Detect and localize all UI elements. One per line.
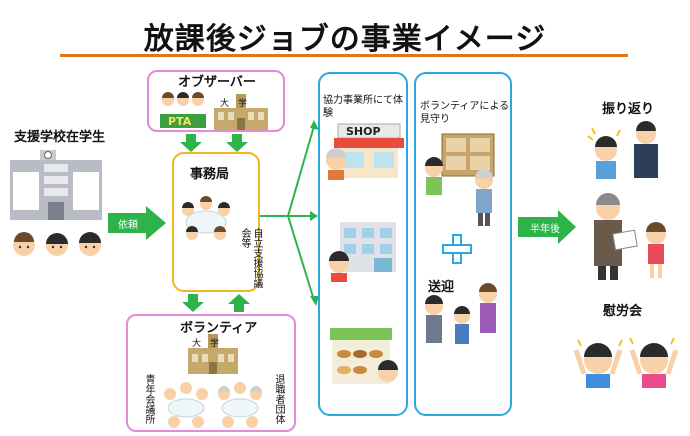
observer-univ-text: 大 学 bbox=[220, 99, 248, 109]
student-label: 支援学校在学生 bbox=[14, 130, 106, 145]
page-title: 放課後ジョブの事業イメージ bbox=[143, 22, 547, 57]
office-building-icon bbox=[340, 222, 396, 272]
volunteer-watching-icon bbox=[425, 133, 495, 226]
council-text: 自立支援協議会等 bbox=[239, 228, 262, 288]
shop-sign-text: SHOP bbox=[346, 125, 381, 138]
retired-group-text: 退職者団体 bbox=[273, 374, 284, 424]
office-volunteer-arrows bbox=[182, 294, 250, 312]
company-label: 協力事業所にて体験 bbox=[323, 95, 403, 119]
transport-label: 送迎 bbox=[428, 280, 455, 295]
pta-people-icon bbox=[160, 92, 206, 128]
certificate-presentation-icon bbox=[594, 193, 666, 280]
party-label: 慰労会 bbox=[603, 304, 643, 319]
review-discussion-icon bbox=[587, 121, 658, 179]
review-label: 振り返り bbox=[602, 102, 655, 117]
title-underline bbox=[60, 54, 628, 57]
volunteer-label: ボランティア bbox=[180, 321, 258, 336]
celebrating-children-icon bbox=[573, 337, 679, 388]
observer-to-office-arrows bbox=[180, 134, 248, 152]
transport-people-icon bbox=[425, 283, 497, 344]
volunteer-university-icon bbox=[188, 334, 238, 374]
meeting-table-icon bbox=[182, 196, 230, 240]
students-icon bbox=[13, 232, 101, 256]
office-to-company-arrows bbox=[260, 120, 319, 306]
school-building-icon bbox=[10, 150, 102, 220]
office-label: 事務局 bbox=[190, 167, 230, 182]
shop-clerk-icon bbox=[326, 148, 346, 180]
request-label: 依頼 bbox=[118, 220, 138, 231]
watch-label: ボランティアによる見守り bbox=[420, 101, 510, 125]
observer-label: オブザーバー bbox=[178, 75, 256, 90]
plus-icon bbox=[442, 234, 472, 264]
pta-sign-text: PTA bbox=[168, 115, 192, 128]
youth-group-text: 青年会議所 bbox=[143, 374, 154, 424]
youth-group-people-icon bbox=[164, 382, 208, 428]
request-arrow bbox=[108, 206, 166, 240]
half-year-label: 半年後 bbox=[530, 224, 560, 235]
university-building-icon bbox=[214, 94, 268, 130]
half-year-arrow bbox=[518, 210, 576, 244]
shop-icon bbox=[334, 123, 404, 178]
baker-icon bbox=[378, 360, 398, 382]
retired-group-people-icon bbox=[218, 382, 262, 428]
office-worker-icon bbox=[329, 251, 349, 282]
volunteer-univ-text: 大 学 bbox=[192, 339, 220, 349]
